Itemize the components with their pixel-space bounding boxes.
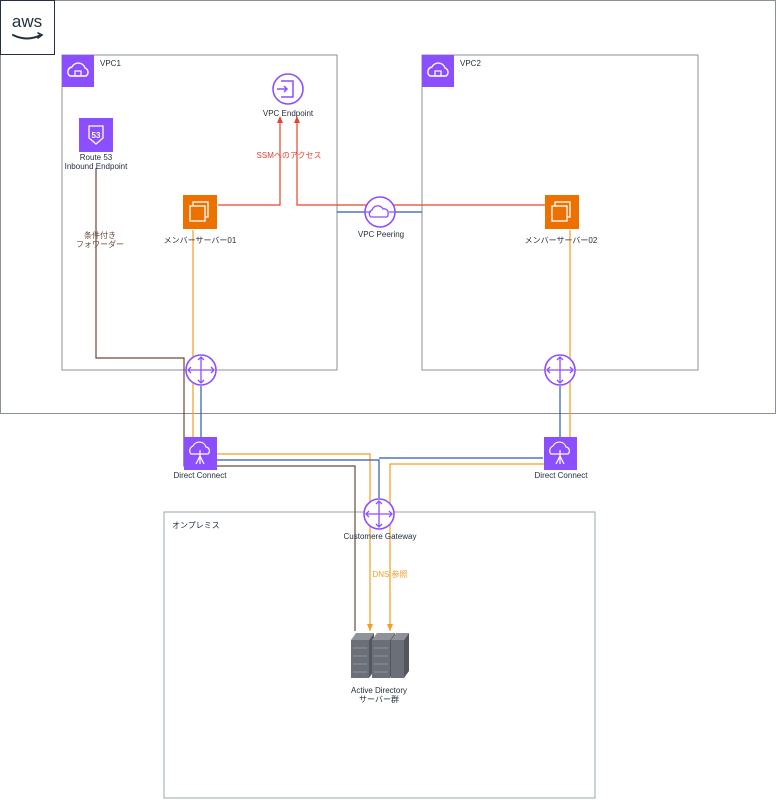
ssm-line-left xyxy=(218,118,281,206)
arrow-head xyxy=(367,624,373,631)
ssm-access-label: SSMへのアクセス xyxy=(257,151,322,160)
dns-line-left xyxy=(192,230,371,631)
vpc-peering-label: VPC Peering xyxy=(358,230,404,239)
vpc1-label: VPC1 xyxy=(100,59,121,68)
customer-gateway-node[interactable]: Customere Gateway xyxy=(344,498,417,541)
member-server-01-label: メンバーサーバー01 xyxy=(164,236,237,245)
vpc-cloud-lock-icon xyxy=(62,55,94,87)
direct-connect-left-node[interactable]: Direct Connect xyxy=(174,437,228,480)
member-server-02-label: メンバーサーバー02 xyxy=(525,236,598,245)
forwarder-line xyxy=(95,168,356,631)
vpc-endpoint-icon xyxy=(272,73,304,105)
ad-servers-node[interactable]: Active Directory サーバー群 xyxy=(351,633,409,704)
vpc-endpoint-node[interactable]: VPC Endpoint xyxy=(263,73,314,118)
dns-line-right xyxy=(389,230,571,631)
forwarder-label-line2: フォワーダー xyxy=(76,239,124,249)
vpc1-router[interactable] xyxy=(185,354,217,386)
vpc-peering-icon xyxy=(364,196,396,228)
vpc-peering-node[interactable]: VPC Peering xyxy=(358,196,404,239)
arrow-head xyxy=(277,116,283,123)
dns-ref-label: DNS 参照 xyxy=(372,569,407,579)
vpc-cloud-lock-icon xyxy=(422,55,454,87)
cgw-link-left xyxy=(217,459,380,498)
ad-servers-label-line2: サーバー群 xyxy=(359,694,399,704)
vpc2-router[interactable] xyxy=(544,354,576,386)
route53-node[interactable]: 53 Route 53 Inbound Endpoint xyxy=(65,118,129,171)
aws-logo-text: aws xyxy=(12,12,42,31)
onprem-label: オンプレミス xyxy=(172,521,220,530)
member-server-02-node[interactable]: メンバーサーバー02 xyxy=(525,195,598,245)
router-icon xyxy=(185,354,217,386)
member-server-01-node[interactable]: メンバーサーバー01 xyxy=(164,195,237,245)
router-icon xyxy=(363,498,395,530)
direct-connect-right-node[interactable]: Direct Connect xyxy=(535,437,589,480)
route53-icon xyxy=(79,118,113,152)
customer-gateway-label: Customere Gateway xyxy=(344,532,417,541)
forwarder-label-line1: 条件付き xyxy=(84,230,116,240)
server-stack-icon xyxy=(351,633,409,678)
direct-connect-left-label: Direct Connect xyxy=(174,471,228,480)
route53-label-line1: Route 53 xyxy=(80,153,113,162)
arrow-head xyxy=(387,624,393,631)
route53-label-line2: Inbound Endpoint xyxy=(65,162,129,171)
arrow-head xyxy=(294,116,300,123)
vpc2-label: VPC2 xyxy=(460,59,481,68)
svg-text:53: 53 xyxy=(92,131,101,140)
ssm-line-right xyxy=(296,118,545,206)
aws-logo: aws xyxy=(0,0,55,55)
ad-servers-label-line1: Active Directory xyxy=(351,686,407,695)
vpc-endpoint-label: VPC Endpoint xyxy=(263,109,314,118)
direct-connect-right-label: Direct Connect xyxy=(535,471,589,480)
router-icon xyxy=(544,354,576,386)
